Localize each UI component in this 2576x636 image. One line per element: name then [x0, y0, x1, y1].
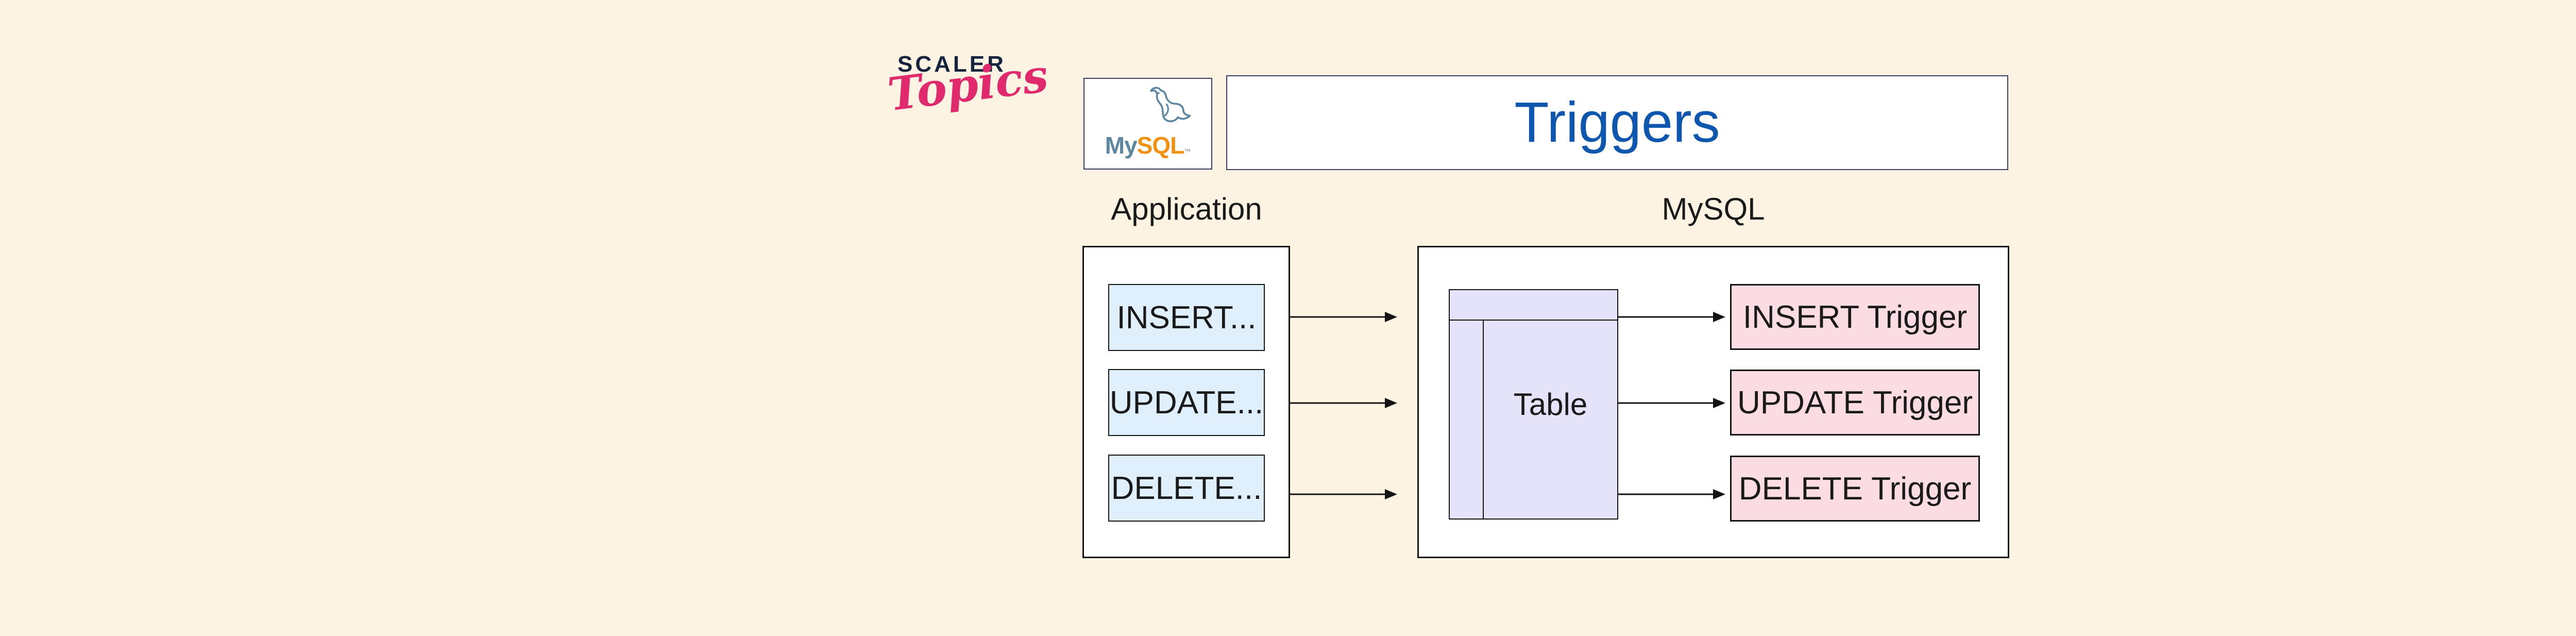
- mysql-logo-tm: ™: [1184, 147, 1191, 155]
- delete-trigger-label: DELETE Trigger: [1738, 471, 1972, 507]
- mysql-dolphin-icon: [1150, 87, 1191, 123]
- insert-trigger-box: INSERT Trigger: [1730, 284, 1980, 350]
- page-title: Triggers: [1514, 91, 1720, 154]
- delete-statement-label: DELETE...: [1111, 470, 1262, 506]
- arrow-insert-app-to-mysql-icon: [1290, 312, 1397, 322]
- update-trigger-box: UPDATE Trigger: [1730, 370, 1980, 436]
- mysql-section-label: MySQL: [1662, 192, 1765, 226]
- arrow-table-to-insert-trigger-icon: [1618, 312, 1725, 322]
- mysql-logo-text: MySQL™: [1084, 133, 1211, 157]
- insert-statement-box: INSERT...: [1108, 284, 1265, 351]
- arrow-table-to-delete-trigger-icon: [1618, 489, 1725, 499]
- insert-trigger-label: INSERT Trigger: [1742, 299, 1968, 335]
- update-statement-box: UPDATE...: [1108, 369, 1265, 436]
- mysql-logo-box: MySQL™: [1083, 78, 1212, 170]
- table-shape: Table: [1449, 289, 1618, 520]
- arrow-table-to-update-trigger-icon: [1618, 398, 1725, 408]
- table-label: Table: [1513, 387, 1588, 422]
- update-trigger-label: UPDATE Trigger: [1737, 384, 1973, 421]
- arrow-update-app-to-mysql-icon: [1290, 398, 1397, 408]
- mysql-logo-my: My: [1105, 132, 1138, 159]
- delete-trigger-box: DELETE Trigger: [1730, 456, 1980, 522]
- mysql-logo-sql: SQL: [1137, 132, 1185, 159]
- application-section-label: Application: [1111, 192, 1262, 226]
- table-header-row: [1450, 290, 1617, 321]
- update-statement-label: UPDATE...: [1109, 384, 1264, 421]
- delete-statement-box: DELETE...: [1108, 455, 1265, 522]
- scaler-wordmark: SCALER: [897, 52, 1006, 77]
- insert-statement-label: INSERT...: [1116, 299, 1257, 336]
- table-row-label-column: [1450, 321, 1484, 518]
- title-box: Triggers: [1226, 75, 2008, 170]
- arrow-delete-app-to-mysql-icon: [1290, 489, 1397, 499]
